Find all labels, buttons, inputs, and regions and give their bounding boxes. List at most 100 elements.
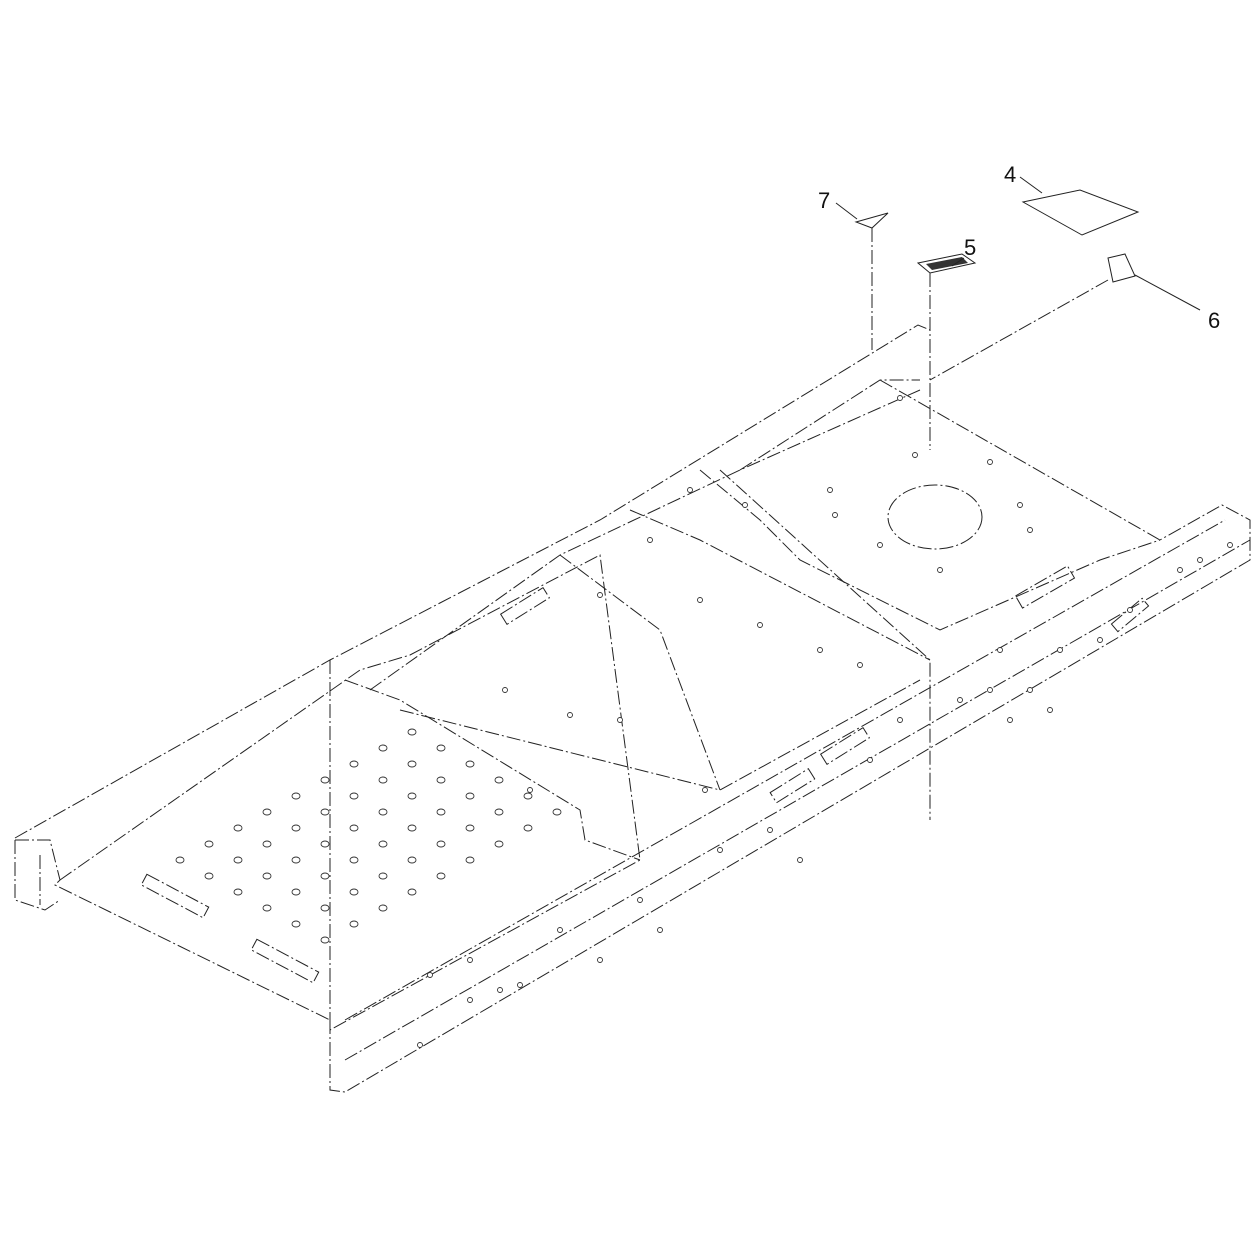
floor-hole bbox=[291, 888, 301, 896]
mounting-hole bbox=[1007, 717, 1013, 723]
floor-hole bbox=[349, 888, 359, 896]
floor-hole bbox=[552, 808, 562, 816]
floor-hole bbox=[465, 760, 475, 768]
floor-hole bbox=[320, 872, 330, 880]
floor-hole bbox=[175, 856, 185, 864]
floor-hole bbox=[407, 792, 417, 800]
floor-hole bbox=[349, 856, 359, 864]
mounting-hole bbox=[647, 537, 653, 543]
callout-4: 4 bbox=[1004, 162, 1043, 194]
mounting-hole bbox=[502, 687, 508, 693]
floor-hole bbox=[378, 904, 388, 912]
mounting-hole bbox=[857, 662, 863, 668]
floor-hole bbox=[262, 904, 272, 912]
mounting-hole bbox=[417, 1042, 423, 1048]
mounting-hole bbox=[1047, 707, 1053, 713]
mounting-hole bbox=[1027, 687, 1033, 693]
svg-text:6: 6 bbox=[1208, 308, 1220, 333]
mounting-hole bbox=[1097, 637, 1103, 643]
floor-hole-pattern bbox=[175, 395, 1233, 1048]
floor-hole bbox=[378, 840, 388, 848]
callout-7: 7 bbox=[818, 188, 858, 220]
floor-hole bbox=[233, 824, 243, 832]
mounting-hole bbox=[427, 972, 433, 978]
mounting-hole bbox=[687, 487, 693, 493]
floor-hole bbox=[465, 856, 475, 864]
decal-item-6 bbox=[1107, 253, 1136, 283]
mounting-hole bbox=[597, 957, 603, 963]
floor-hole bbox=[320, 776, 330, 784]
mounting-hole bbox=[597, 592, 603, 598]
seat-opening bbox=[887, 484, 983, 550]
mounting-hole bbox=[912, 452, 918, 458]
floor-hole bbox=[291, 824, 301, 832]
mounting-hole bbox=[517, 982, 523, 988]
svg-text:4: 4 bbox=[1004, 162, 1016, 187]
floor-hole bbox=[523, 824, 533, 832]
floor-hole bbox=[320, 808, 330, 816]
floor-hole bbox=[291, 856, 301, 864]
floor-hole bbox=[436, 872, 446, 880]
decal-item-7 bbox=[854, 212, 889, 229]
mounting-hole bbox=[637, 897, 643, 903]
floor-hole bbox=[436, 776, 446, 784]
floor-hole bbox=[320, 936, 330, 944]
floor-hole bbox=[494, 776, 504, 784]
mounting-hole bbox=[497, 987, 503, 993]
mounting-hole bbox=[987, 459, 993, 465]
floor-hole bbox=[407, 760, 417, 768]
mounting-hole bbox=[817, 647, 823, 653]
floor-hole bbox=[494, 808, 504, 816]
mounting-hole bbox=[997, 647, 1003, 653]
mounting-hole bbox=[557, 927, 563, 933]
svg-text:5: 5 bbox=[964, 235, 976, 260]
floor-hole bbox=[291, 792, 301, 800]
mounting-hole bbox=[617, 717, 623, 723]
mounting-hole bbox=[702, 787, 708, 793]
floor-hole bbox=[378, 808, 388, 816]
floor-hole bbox=[349, 760, 359, 768]
floor-hole bbox=[407, 824, 417, 832]
floor-hole bbox=[378, 776, 388, 784]
mounting-hole bbox=[1127, 607, 1133, 613]
floor-hole bbox=[465, 824, 475, 832]
floor-hole bbox=[204, 840, 214, 848]
floor-hole bbox=[349, 824, 359, 832]
floor-hole bbox=[291, 920, 301, 928]
mounting-hole bbox=[1017, 502, 1023, 508]
decal-item-4 bbox=[1021, 189, 1140, 236]
mounting-hole bbox=[987, 687, 993, 693]
mounting-hole bbox=[467, 957, 473, 963]
floor-hole bbox=[204, 872, 214, 880]
floor-hole bbox=[407, 728, 417, 736]
mounting-hole bbox=[467, 997, 473, 1003]
floor-hole bbox=[233, 856, 243, 864]
floor-hole bbox=[320, 904, 330, 912]
decal-item-5 bbox=[916, 253, 977, 274]
chassis-frame bbox=[14, 324, 1251, 1093]
mounting-hole bbox=[567, 712, 573, 718]
svg-text:7: 7 bbox=[818, 188, 830, 213]
floor-hole bbox=[320, 840, 330, 848]
mounting-hole bbox=[937, 567, 943, 573]
callout-5: 5 bbox=[951, 235, 976, 267]
mounting-hole bbox=[877, 542, 883, 548]
mounting-hole bbox=[897, 717, 903, 723]
floor-hole bbox=[407, 856, 417, 864]
mounting-hole bbox=[1057, 647, 1063, 653]
mounting-hole bbox=[757, 622, 763, 628]
mounting-hole bbox=[957, 697, 963, 703]
mounting-hole bbox=[717, 847, 723, 853]
floor-hole bbox=[262, 840, 272, 848]
floor-hole bbox=[262, 872, 272, 880]
floor-hole bbox=[523, 792, 533, 800]
floor-hole bbox=[436, 840, 446, 848]
floor-hole bbox=[465, 792, 475, 800]
mounting-hole bbox=[1177, 567, 1183, 573]
mounting-hole bbox=[867, 757, 873, 763]
floor-hole bbox=[349, 920, 359, 928]
mounting-hole bbox=[657, 927, 663, 933]
mounting-hole bbox=[767, 827, 773, 833]
floor-hole bbox=[378, 744, 388, 752]
